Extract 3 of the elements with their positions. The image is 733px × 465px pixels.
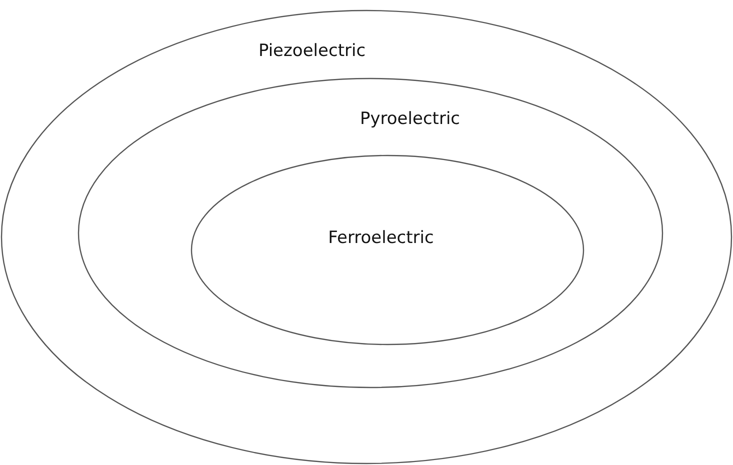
region-label: Pyroelectric xyxy=(360,109,460,129)
region-label: Piezoelectric xyxy=(258,41,366,61)
region-label: Ferroelectric xyxy=(328,228,434,248)
